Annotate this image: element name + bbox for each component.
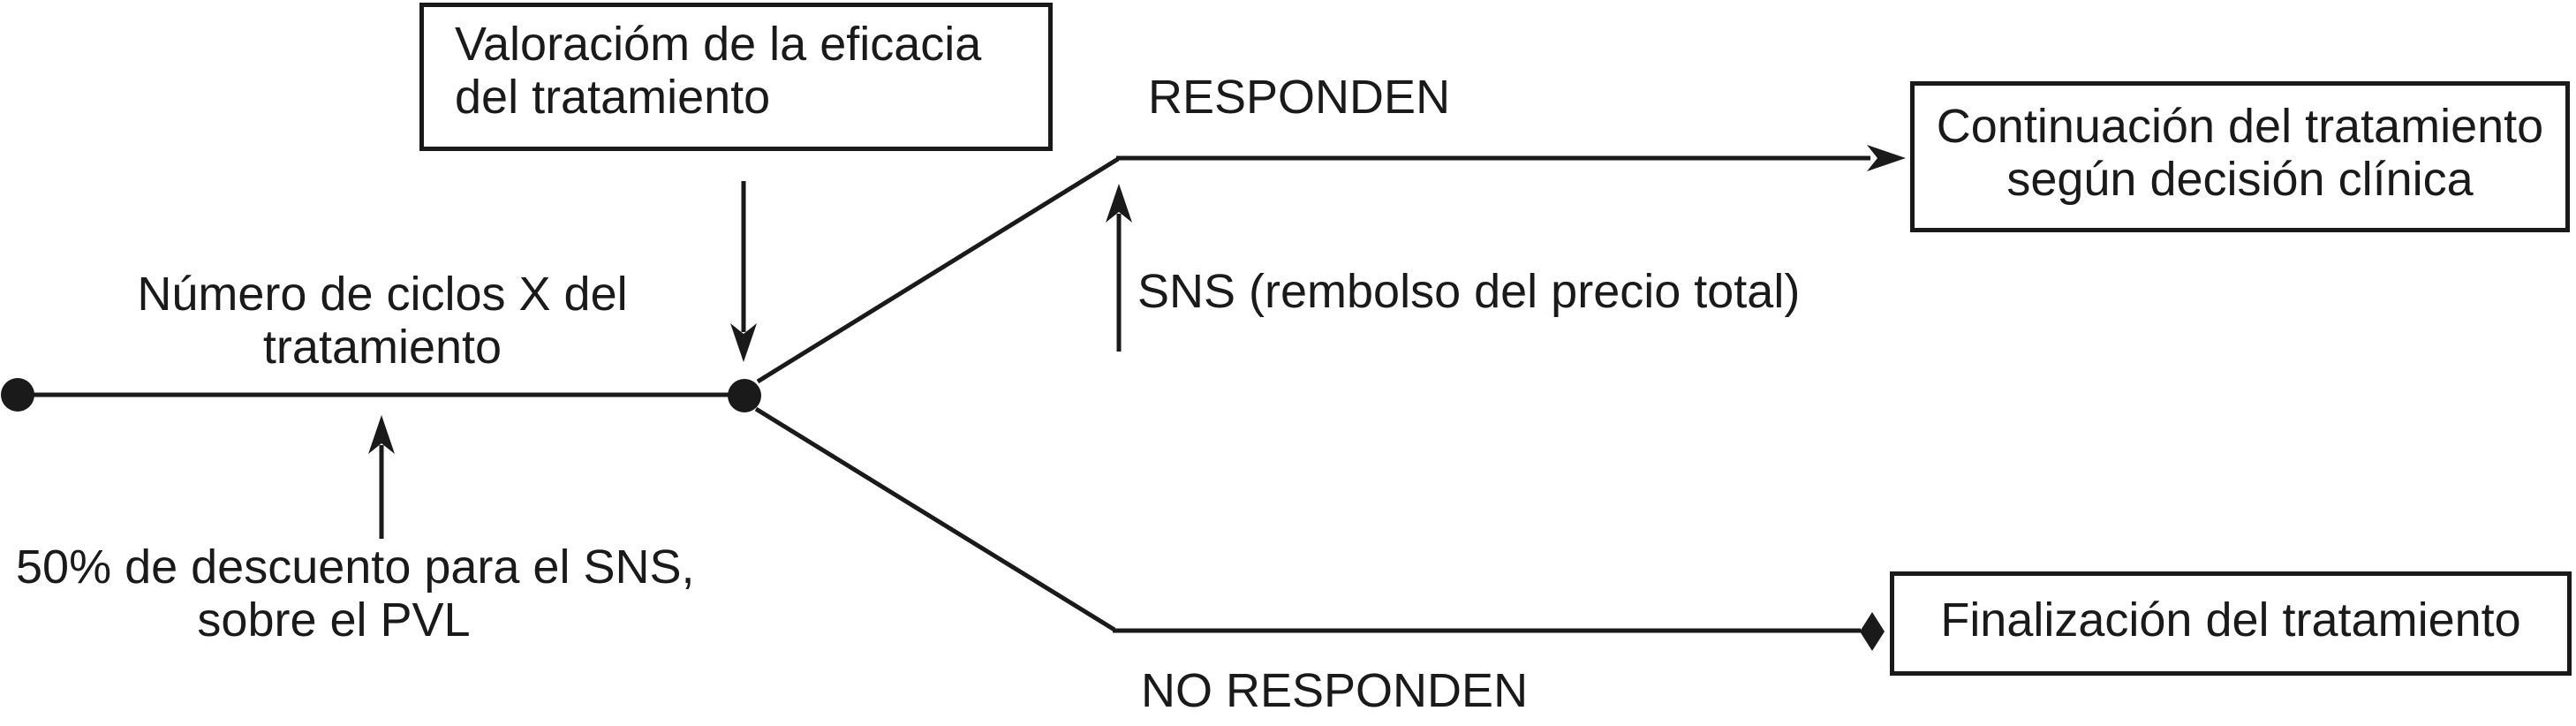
label-sns-rembolso: SNS (rembolso del precio total) bbox=[1137, 265, 1801, 318]
box-valoracion-line1: Valoracióm de la eficacia bbox=[455, 18, 982, 71]
sns-arrowhead-up-icon bbox=[1106, 184, 1132, 223]
label-numero-ciclos: Número de ciclos X del tratamiento bbox=[113, 268, 652, 374]
label-descuento-sns: 50% de descuento para el SNS, sobre el P… bbox=[16, 541, 695, 647]
label-responden: RESPONDEN bbox=[1148, 71, 1451, 124]
box-continuacion-tratamiento: Continuación del tratamiento según decis… bbox=[1910, 81, 2570, 232]
box-valoracion-eficacia: Valoracióm de la eficacia del tratamient… bbox=[419, 3, 1053, 151]
box-valoracion-line2: del tratamiento bbox=[455, 71, 771, 124]
label-no-responden: NO RESPONDEN bbox=[1141, 664, 1529, 717]
box-continuacion-line2: según decisión clínica bbox=[2006, 153, 2474, 206]
responden-arrowhead-right-icon bbox=[1867, 145, 1906, 171]
descuento-arrowhead-up-icon bbox=[368, 415, 395, 454]
start-node-circle bbox=[1, 378, 34, 412]
label-descuento-line2: sobre el PVL bbox=[197, 594, 471, 647]
junction-node-circle bbox=[728, 379, 761, 412]
box-finalizacion-tratamiento: Finalización del tratamiento bbox=[1890, 571, 2572, 676]
box-finalizacion-label: Finalización del tratamiento bbox=[1940, 594, 2521, 647]
terminator-diamond-icon bbox=[1860, 612, 1885, 651]
label-descuento-line1: 50% de descuento para el SNS, bbox=[16, 541, 695, 594]
label-numero-ciclos-line2: tratamiento bbox=[262, 321, 502, 374]
valoracion-arrowhead-down-icon bbox=[730, 323, 757, 362]
responden-diagonal-line bbox=[756, 156, 1120, 384]
label-numero-ciclos-line1: Número de ciclos X del bbox=[137, 268, 628, 321]
box-continuacion-line1: Continuación del tratamiento bbox=[1936, 100, 2544, 153]
no-responden-diagonal-line bbox=[754, 406, 1116, 632]
